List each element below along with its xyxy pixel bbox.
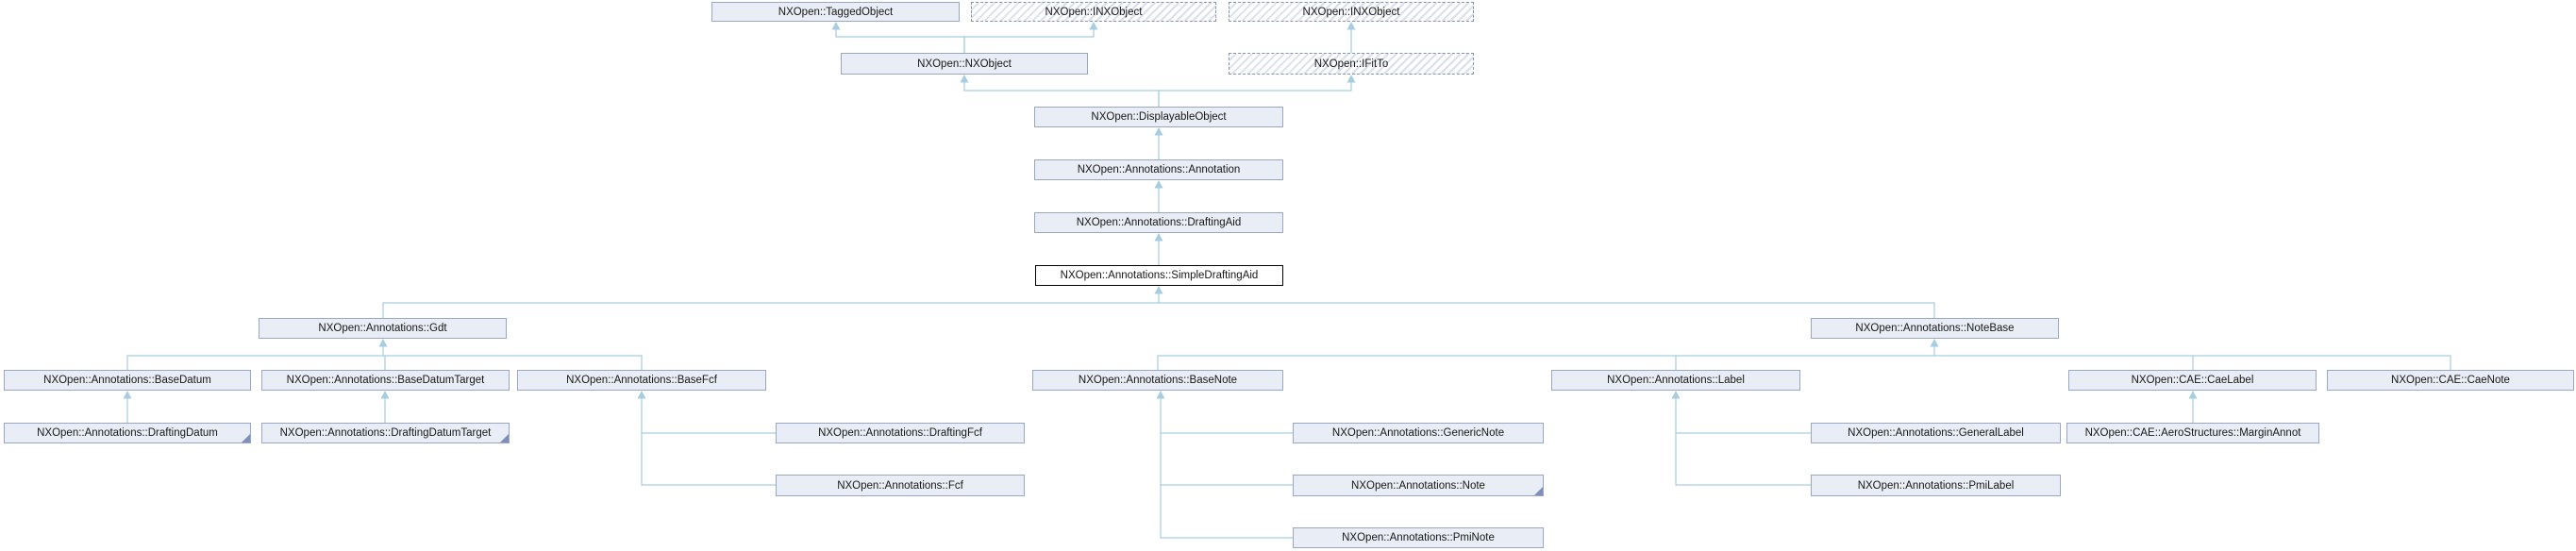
inheritance-arrowhead <box>1671 391 1681 399</box>
inheritance-arrowhead <box>1154 180 1163 189</box>
inheritance-edge <box>835 28 965 53</box>
class-node-label: NXOpen::IFitTo <box>1313 58 1389 70</box>
class-node-drafting-aid[interactable]: NXOpen::Annotations::DraftingAid <box>1034 212 1283 233</box>
inheritance-edge <box>1158 81 1352 107</box>
class-node-tagged-object[interactable]: NXOpen::TaggedObject <box>711 2 960 22</box>
class-node-base-note[interactable]: NXOpen::Annotations::BaseNote <box>1032 370 1283 391</box>
class-node-label: NXOpen::Annotations::NoteBase <box>1855 323 2015 334</box>
class-node-pmi-label[interactable]: NXOpen::Annotations::PmiLabel <box>1811 475 2061 496</box>
inheritance-edge <box>1159 302 1935 318</box>
class-node-label: NXOpen::DisplayableObject <box>1091 111 1227 123</box>
class-node-displayable-object[interactable]: NXOpen::DisplayableObject <box>1034 107 1283 127</box>
inheritance-edge <box>1160 397 1293 434</box>
class-node-nx-object[interactable]: NXOpen::NXObject <box>841 53 1088 75</box>
class-node-label: NXOpen::Annotations::GenericNote <box>1331 427 1505 439</box>
class-node-note-base[interactable]: NXOpen::Annotations::NoteBase <box>1811 318 2059 339</box>
class-node-inx-object-1: NXOpen::INXObject <box>971 2 1216 22</box>
class-node-drafting-fcf[interactable]: NXOpen::Annotations::DraftingFcf <box>776 423 1025 443</box>
inheritance-edge <box>1160 485 1293 539</box>
class-node-label: NXOpen::Annotations::BaseFcf <box>566 375 717 386</box>
inheritance-edge <box>641 433 776 486</box>
inheritance-edge <box>1675 433 1811 486</box>
class-node-generic-note[interactable]: NXOpen::Annotations::GenericNote <box>1293 423 1544 443</box>
inheritance-arrowhead <box>1154 127 1163 136</box>
inheritance-arrowhead <box>378 339 388 347</box>
class-node-inx-object-2: NXOpen::INXObject <box>1229 2 1474 22</box>
class-node-label: NXOpen::CAE::AeroStructures::MarginAnnot <box>2084 427 2301 439</box>
class-node-label: NXOpen::Annotations::Fcf <box>837 479 963 492</box>
class-node-label: NXOpen::Annotations::Annotation <box>1077 164 1241 175</box>
class-node-cae-label[interactable]: NXOpen::CAE::CaeLabel <box>2068 370 2317 391</box>
class-node-annotation[interactable]: NXOpen::Annotations::Annotation <box>1034 159 1283 180</box>
inheritance-arrowhead <box>380 391 390 399</box>
class-node-label: NXOpen::Annotations::DraftingAid <box>1076 217 1242 228</box>
class-node-label: NXOpen::CAE::CaeLabel <box>2131 375 2254 386</box>
class-node-margin-annot[interactable]: NXOpen::CAE::AeroStructures::MarginAnnot <box>2066 423 2319 443</box>
inheritance-arrowhead <box>831 22 841 30</box>
inheritance-arrowhead <box>2188 391 2198 399</box>
inheritance-arrowhead <box>1347 75 1356 83</box>
inheritance-arrowhead <box>1154 233 1163 242</box>
inheritance-arrowhead <box>123 391 132 399</box>
class-node-fcf[interactable]: NXOpen::Annotations::Fcf <box>776 475 1025 496</box>
class-node-gdt[interactable]: NXOpen::Annotations::Gdt <box>259 318 507 339</box>
inheritance-edge <box>641 397 776 434</box>
class-node-base-datum[interactable]: NXOpen::Annotations::BaseDatum <box>4 370 251 391</box>
inheritance-edge <box>126 345 384 370</box>
class-node-base-fcf[interactable]: NXOpen::Annotations::BaseFcf <box>517 370 766 391</box>
class-node-label: NXOpen::INXObject <box>1045 6 1143 18</box>
class-node-label[interactable]: NXOpen::Annotations::Label <box>1551 370 1800 391</box>
inheritance-edge <box>963 81 1160 107</box>
subclasses-truncated-fold-icon <box>1534 487 1543 495</box>
inheritance-arrowhead <box>1156 391 1165 399</box>
class-node-label: NXOpen::Annotations::BaseDatum <box>43 375 211 386</box>
class-node-pmi-note[interactable]: NXOpen::Annotations::PmiNote <box>1293 527 1544 548</box>
class-node-base-datum-target[interactable]: NXOpen::Annotations::BaseDatumTarget <box>261 370 510 391</box>
inheritance-arrowhead <box>960 75 969 83</box>
inheritance-edge <box>1157 345 1935 370</box>
class-node-label: NXOpen::Annotations::BaseDatumTarget <box>286 375 485 386</box>
class-node-label: NXOpen::Annotations::GeneralLabel <box>1848 427 2024 439</box>
class-node-label: NXOpen::Annotations::DraftingDatum <box>37 427 218 439</box>
class-node-label: NXOpen::CAE::CaeNote <box>2391 375 2510 386</box>
inheritance-edge <box>1160 433 1293 486</box>
inheritance-edge <box>1675 397 1811 434</box>
class-node-label: NXOpen::Annotations::DraftingDatumTarget <box>279 427 492 439</box>
class-node-label: NXOpen::Annotations::Label <box>1607 375 1745 386</box>
inheritance-arrowhead <box>1089 22 1098 30</box>
class-node-drafting-datum[interactable]: NXOpen::Annotations::DraftingDatum <box>4 423 251 443</box>
class-node-general-label[interactable]: NXOpen::Annotations::GeneralLabel <box>1811 423 2061 443</box>
inheritance-arrowhead <box>637 391 646 399</box>
class-node-label: NXOpen::Annotations::SimpleDraftingAid <box>1060 270 1259 281</box>
class-node-label: NXOpen::Annotations::DraftingFcf <box>818 427 982 439</box>
subclasses-truncated-fold-icon <box>242 434 250 442</box>
class-node-label: NXOpen::Annotations::Gdt <box>318 323 447 334</box>
class-node-label: NXOpen::TaggedObject <box>778 6 894 18</box>
class-node-note[interactable]: NXOpen::Annotations::Note <box>1293 475 1544 496</box>
class-node-drafting-datum-target[interactable]: NXOpen::Annotations::DraftingDatumTarget <box>261 423 510 443</box>
inheritance-edge <box>963 28 1095 53</box>
subclasses-truncated-fold-icon <box>500 434 509 442</box>
inheritance-edge <box>382 292 1160 318</box>
class-node-label: NXOpen::Annotations::PmiNote <box>1342 532 1495 543</box>
inheritance-arrowhead <box>1347 22 1356 30</box>
inheritance-edge <box>383 355 643 370</box>
inheritance-edge <box>1934 355 2451 370</box>
inheritance-arrowhead <box>1154 286 1163 294</box>
class-node-label: NXOpen::Annotations::PmiLabel <box>1857 479 2015 492</box>
class-node-label: NXOpen::Annotations::Note <box>1351 479 1485 492</box>
class-node-label: NXOpen::INXObject <box>1302 6 1400 18</box>
class-node-label: NXOpen::Annotations::BaseNote <box>1078 375 1238 386</box>
class-node-label: NXOpen::NXObject <box>917 58 1012 70</box>
class-node-cae-note[interactable]: NXOpen::CAE::CaeNote <box>2327 370 2574 391</box>
class-node-ifitto: NXOpen::IFitTo <box>1229 53 1474 75</box>
class-node-simple-drafting-aid: NXOpen::Annotations::SimpleDraftingAid <box>1035 265 1283 286</box>
inheritance-arrowhead <box>1930 339 1939 347</box>
